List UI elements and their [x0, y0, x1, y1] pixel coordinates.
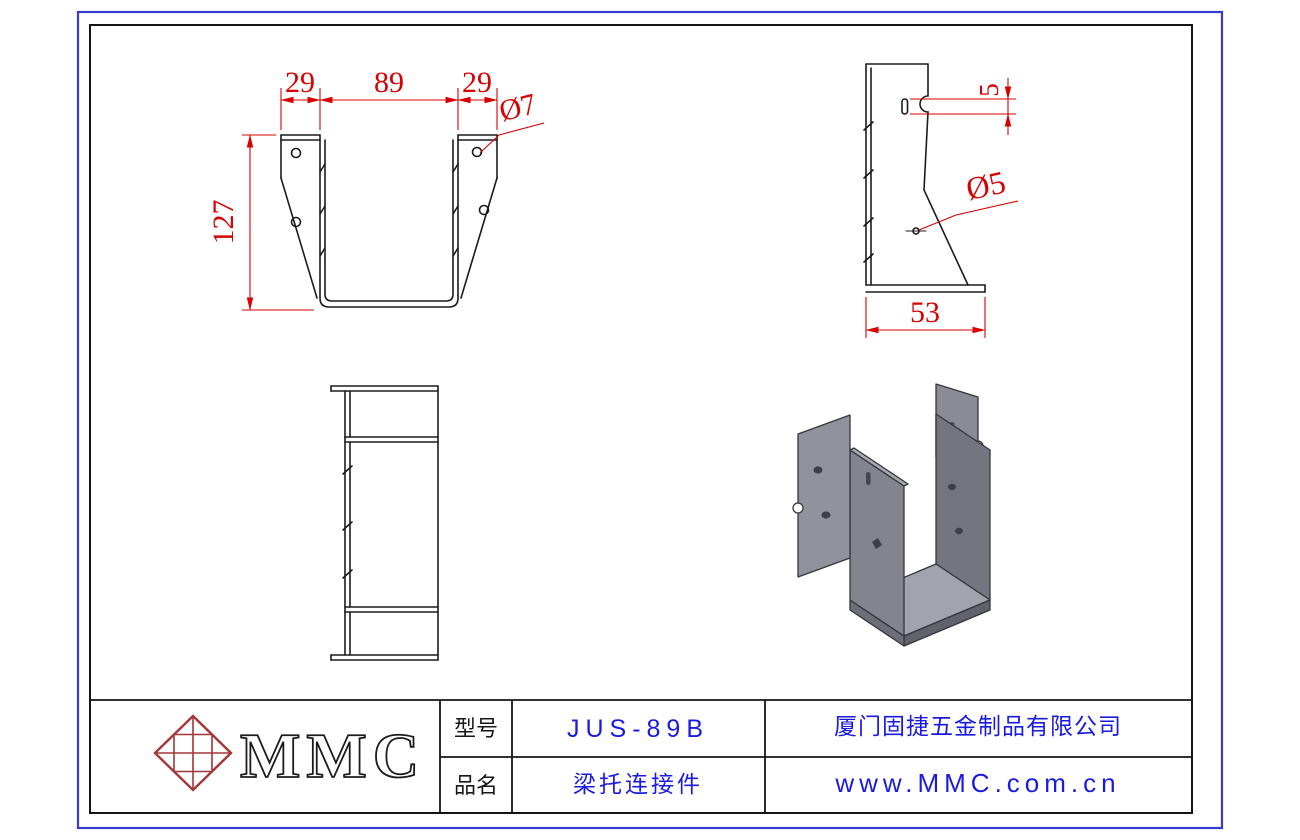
model-value: JUS-89B — [567, 715, 709, 743]
side-view-dimension-lines — [865, 78, 1019, 338]
flange-hole — [290, 147, 302, 159]
label-hole-dia-7: Ø7 — [496, 87, 540, 128]
front-view-dimension-lines — [242, 88, 545, 311]
isometric-view — [792, 383, 991, 647]
label-hole-dia-5: Ø5 — [963, 164, 1009, 207]
dim-seat-depth: 53 — [910, 296, 940, 329]
name-label: 品名 — [454, 773, 498, 798]
logo-diamond-facets — [155, 716, 231, 790]
dim-flange-width-right: 29 — [462, 66, 492, 99]
flange-hole — [821, 511, 831, 519]
website: www.MMC.com.cn — [834, 768, 1120, 798]
dim-slot-height: 5 — [974, 83, 1004, 97]
wall-tab-hole — [872, 538, 882, 549]
wall-hole — [948, 483, 956, 491]
dim-height: 127 — [207, 200, 240, 245]
flange-notch — [792, 502, 804, 514]
side-view-outline — [863, 63, 986, 293]
slot-hole — [901, 98, 909, 115]
dim-flange-width-left: 29 — [285, 66, 315, 99]
profile-view — [330, 385, 439, 661]
dim-opening-width: 89 — [374, 66, 404, 99]
wall-hole — [955, 527, 963, 535]
left-wall-top-edge — [849, 447, 909, 487]
mmc-logo-text: MMC — [240, 720, 425, 791]
left-flange — [797, 414, 851, 578]
name-value: 梁托连接件 — [573, 771, 703, 797]
wall-slot — [866, 472, 871, 485]
model-label: 型号 — [454, 716, 498, 741]
flange-hole — [478, 204, 490, 216]
flange-hole — [290, 216, 302, 228]
title-block: MMC 型号 品名 JUS-89B 梁托连接件 厦门固捷五金制品有限公司 www… — [90, 699, 1192, 813]
flange-hole — [813, 466, 823, 474]
front-view: 29 89 29 127 Ø7 — [207, 66, 545, 311]
mmc-logo: MMC — [153, 714, 425, 792]
flange-hole — [471, 146, 483, 158]
sheet-border-outer — [76, 10, 1224, 830]
side-view: 5 Ø5 53 — [863, 63, 1019, 338]
sheet-border-inner — [89, 24, 1193, 814]
front-view-outline — [280, 134, 498, 308]
company-name: 厦门固捷五金制品有限公司 — [834, 713, 1122, 739]
